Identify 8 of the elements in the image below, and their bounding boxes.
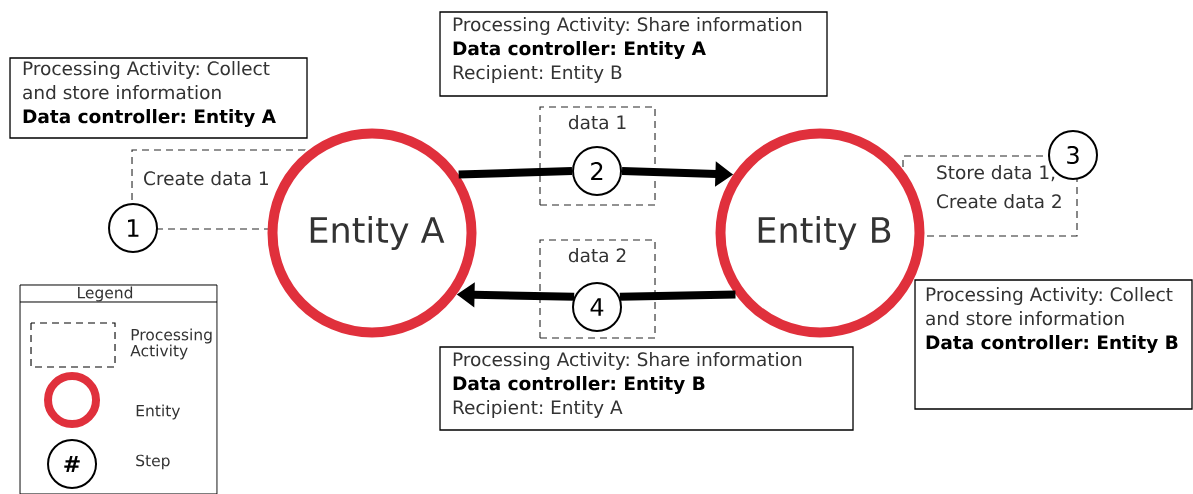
info-box: Processing Activity: Share information Data controller: Entity A Recipient: Entity B [439, 11, 828, 97]
legend-text: Entity [136, 404, 180, 420]
info-box: Processing Activity: Collect and store information Data controller: Entity B [914, 279, 1193, 410]
info-box: Processing Activity: Collect and store information Data controller: Entity A [9, 57, 308, 139]
legend-text: Processing Activity [130, 328, 212, 360]
legend-text: Step [136, 454, 170, 470]
info-box: Processing Activity: Share information Data controller: Entity B Recipient: Entity A [439, 346, 854, 431]
legend-title: Legend [78, 286, 133, 302]
